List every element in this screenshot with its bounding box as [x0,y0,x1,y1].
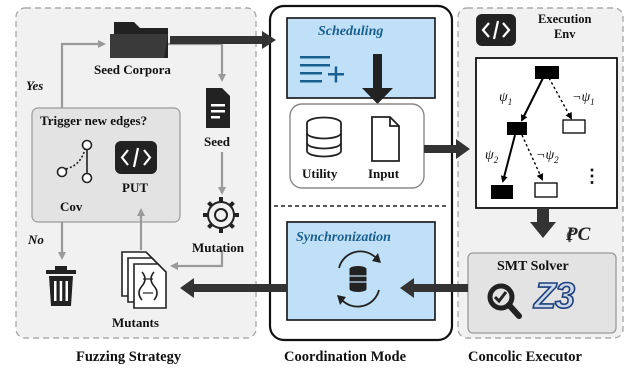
utility-label: Utility [302,166,338,181]
sync-to-mutants-arrow [180,278,287,298]
sync-database-icon [337,250,381,308]
put-label: PUT [122,180,148,195]
input-to-execution-arrow [424,139,470,159]
mutants-label: Mutants [112,315,159,330]
seed-corpora-label: Seed Corpora [94,62,171,77]
gear-icon [203,197,239,233]
fuzzing-strategy-title: Fuzzing Strategy [76,349,182,365]
seed-label: Seed [204,134,230,149]
list-add-icon [300,56,344,83]
tree-node-not-psi2 [534,182,558,198]
input-label: Input [368,166,400,181]
yes-label: Yes [26,78,44,93]
branch-icon [56,139,93,184]
trigger-new-edges-box [31,107,181,223]
tree-node-psi2 [491,185,513,199]
input-document-icon [371,116,400,162]
trash-icon [46,266,76,306]
concolic-executor-title: Concolic Executor [468,349,582,365]
tree-node-root [535,66,559,79]
tree-edge-psi2 [500,134,516,183]
dna-documents-icon [121,251,167,309]
trigger-new-edges-label: Trigger new edges? [40,113,148,128]
execution-env-label: Execution Env [538,12,592,41]
not-psi1-label: ¬ψ1 [572,90,595,107]
tree-ellipsis: ⋮ [583,166,601,186]
smt-solver-label: SMT Solver [497,259,569,274]
cov-label: Cov [60,199,83,214]
tree-node-psi1 [507,122,527,135]
folder-icon [110,22,168,58]
z3-logo: Z3 [533,275,576,317]
yes-arrow [60,40,106,108]
coordination-mode-title: Coordination Mode [284,349,407,365]
execution-env-code-icon [476,14,516,46]
psi1-label: ψ1 [499,90,513,107]
tree-edge-not-psi2 [521,134,544,181]
mutation-label: Mutation [192,240,244,255]
not-psi2-label: ¬ψ2 [536,148,559,165]
scheduling-down-arrow [362,54,393,104]
database-icon [306,116,342,158]
corpora-to-scheduling-arrow [170,31,276,49]
execution-to-smt-arrow [530,208,556,238]
no-label: No [28,232,44,247]
document-icon [206,88,230,128]
mutation-to-mutants-arrow [170,250,224,270]
code-icon [115,141,157,174]
pc-label: PC [566,224,591,245]
smt-solver-box [467,252,617,334]
psi2-label: ψ2 [485,148,499,165]
tree-edge-psi1 [521,77,544,122]
wrench-search-icon [487,283,522,319]
scheduling-label: Scheduling [318,24,384,39]
tree-node-not-psi1 [562,119,586,134]
pc-curve-icon [566,229,575,243]
synchronization-label: Synchronization [296,230,391,245]
smt-to-sync-arrow [400,278,468,298]
